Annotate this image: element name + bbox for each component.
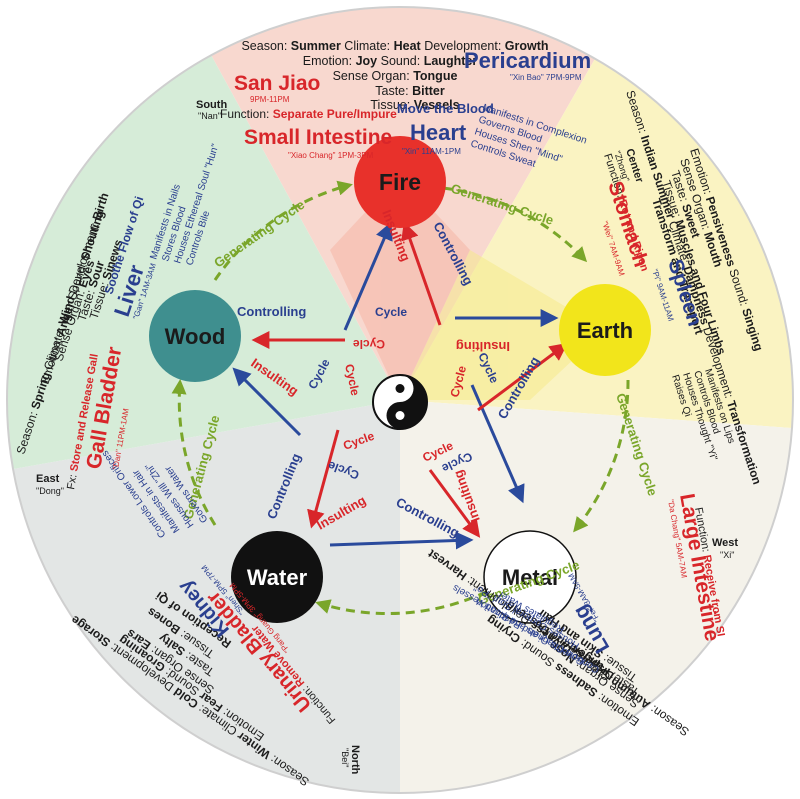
element-water-label: Water	[247, 565, 308, 590]
wood-direction-pinyin: "Dong"	[36, 486, 64, 496]
element-fire-label: Fire	[379, 169, 421, 195]
fire-sense-line: Sense Organ: Tongue	[333, 69, 458, 83]
insulting-label-earth: Insulting	[456, 339, 510, 354]
heart-title: Heart	[410, 120, 467, 145]
fire-tissue-line: Tissue: Vessels	[370, 98, 459, 112]
yin-yang-icon	[372, 374, 428, 430]
fire-taste-line: Taste: Bitter	[375, 84, 445, 98]
element-metal-label: Metal	[502, 565, 558, 590]
cycle-label-9: Cycle	[342, 363, 362, 398]
element-wood-label: Wood	[165, 324, 226, 349]
controlling-label-wood: Controlling	[237, 304, 306, 319]
generating-cycle-arcs	[171, 180, 630, 616]
element-earth: Earth	[559, 284, 651, 376]
fire-emotion-line: Emotion: Joy Sound: Laughter	[303, 54, 478, 68]
element-water: Water	[231, 531, 323, 623]
pericardium-sub: "Xin Bao" 7PM-9PM	[510, 73, 582, 82]
fire-direction-pinyin: "Nan"	[198, 111, 221, 121]
water-direction: North	[349, 745, 361, 775]
fire-function-line: Function: Separate Pure/Impure	[220, 107, 397, 121]
wood-direction: East	[36, 473, 60, 485]
inner-star-region	[330, 175, 605, 400]
move-blood-text: Move the Blood	[397, 101, 494, 116]
small-intestine-sub: "Xiao Chang" 1PM-3PM	[288, 151, 374, 160]
fire-sector: Season: Summer Climate: Heat Development…	[196, 39, 591, 170]
cycle-label-2: Cycle	[353, 337, 385, 351]
san-jiao-title: San Jiao	[234, 72, 320, 95]
element-fire: Fire	[354, 136, 446, 228]
insulting-arrows	[251, 221, 568, 538]
san-jiao-time: 9PM-11PM	[250, 95, 290, 104]
element-wood: Wood	[149, 290, 241, 382]
cycle-label-1: Cycle	[375, 305, 407, 319]
water-direction-pinyin: "Bei"	[340, 748, 350, 767]
small-intestine-title: Small Intestine	[244, 126, 392, 149]
controlling-arrows	[232, 221, 559, 550]
element-metal: Metal	[483, 530, 577, 624]
metal-direction-pinyin: "Xi"	[720, 550, 734, 560]
fire-season-line: Season: Summer Climate: Heat Development…	[241, 39, 548, 53]
fire-direction: South	[196, 99, 227, 111]
heart-sub: "Xin" 11AM-1PM	[402, 147, 461, 156]
wheel-outline	[6, 6, 794, 794]
metal-direction: West	[712, 537, 738, 549]
element-earth-label: Earth	[577, 318, 633, 343]
pericardium-title: Pericardium	[464, 48, 591, 73]
